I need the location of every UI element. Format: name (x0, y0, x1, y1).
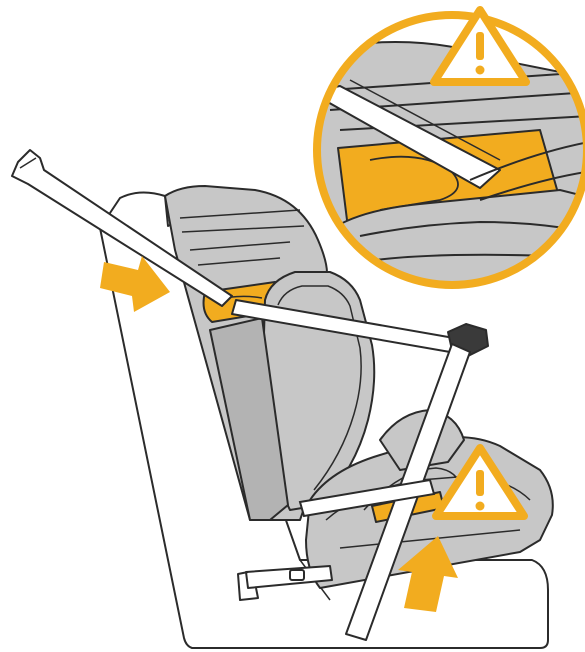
seat-installation-diagram (0, 0, 585, 652)
diagram-canvas (0, 0, 585, 652)
